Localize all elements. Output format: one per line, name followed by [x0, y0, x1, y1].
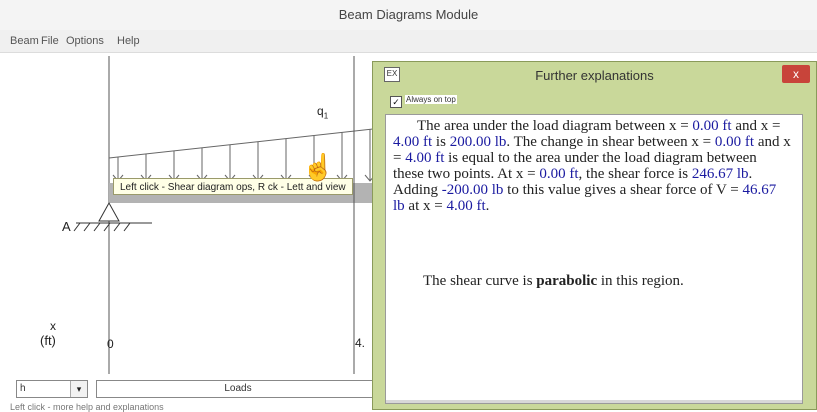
menu-file[interactable]: File: [41, 35, 59, 47]
chevron-down-icon[interactable]: ▾: [70, 381, 87, 397]
beam-diagram-canvas[interactable]: q1 A x (ft) 0 4.: [10, 56, 382, 374]
hand-cursor-icon: ☝: [302, 152, 335, 182]
loads-button[interactable]: Loads: [96, 380, 380, 398]
explanations-title-bar[interactable]: EX Further explanations x: [373, 62, 816, 88]
always-on-top-label: Always on top: [405, 95, 457, 104]
load-controls: h ▾ Loads: [10, 378, 382, 402]
status-bar-text: Left click - more help and explanations: [10, 402, 164, 412]
load-type-select[interactable]: h ▾: [16, 380, 88, 398]
explanation-text-area[interactable]: The area under the load diagram between …: [385, 114, 803, 404]
menu-beam[interactable]: Beam: [10, 35, 39, 47]
x-axis-unit: (ft): [40, 333, 56, 348]
explanations-title: Further explanations: [535, 68, 654, 83]
load-arrows: [112, 129, 376, 182]
text-area-bottom-edge: [386, 400, 802, 403]
always-on-top-checkbox[interactable]: ✓: [390, 96, 402, 108]
diagram-tooltip: Left click - Shear diagram ops, R ck - L…: [113, 178, 353, 195]
load-type-value: h: [20, 383, 26, 394]
x-tick-4: 4.: [355, 336, 366, 350]
further-explanations-window[interactable]: EX Further explanations x ✓ Always on to…: [372, 61, 817, 410]
menu-bar: Beam File Options Help: [0, 30, 817, 53]
explanation-paragraph-2: The shear curve is parabolic in this reg…: [423, 273, 684, 289]
ground-hatching: [73, 222, 131, 232]
load-label: q1: [317, 104, 329, 121]
x-axis-label: x: [50, 319, 56, 333]
support-a-label: A: [62, 219, 71, 234]
close-button[interactable]: x: [782, 65, 810, 83]
x-tick-0: 0: [107, 337, 114, 351]
menu-help[interactable]: Help: [117, 35, 140, 47]
explanation-paragraph-1: The area under the load diagram between …: [393, 118, 791, 214]
close-icon: x: [793, 67, 799, 81]
distributed-load-line: [108, 127, 382, 159]
menu-options[interactable]: Options: [66, 35, 104, 47]
window-app-icon: EX: [384, 67, 400, 82]
app-title: Beam Diagrams Module: [338, 7, 479, 22]
pin-support: [98, 201, 120, 222]
app-title-bar: Beam Diagrams Module: [0, 0, 817, 30]
